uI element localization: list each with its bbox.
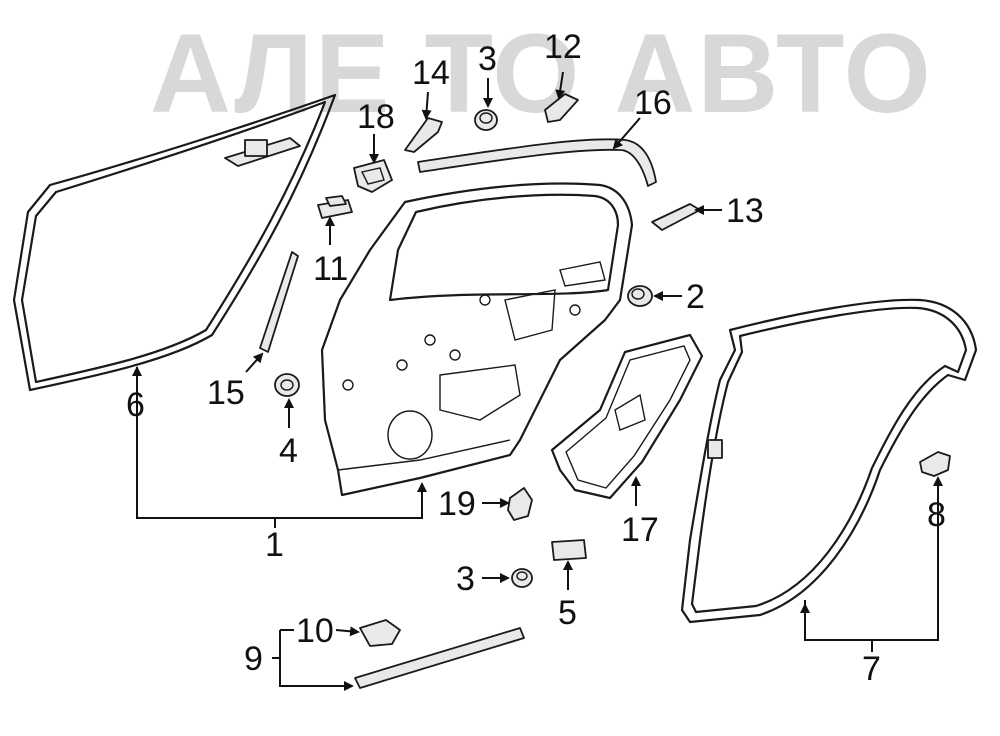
part-4-hole-plug — [274, 373, 300, 397]
part-11-bracket — [317, 195, 353, 219]
callout-12: 12 — [544, 28, 582, 66]
callout-11: 11 — [313, 250, 348, 288]
callout-9: 9 — [244, 640, 263, 678]
part-3-grommet-top — [474, 109, 498, 131]
callout-18: 18 — [357, 98, 395, 136]
callout-7: 7 — [862, 650, 881, 688]
callout-17: 17 — [621, 511, 659, 549]
part-3-grommet-bottom — [511, 568, 533, 588]
callout-10: 10 — [296, 612, 334, 650]
part-14-moulding-clip — [404, 117, 443, 153]
callout-1: 1 — [265, 526, 284, 564]
callout-8: 8 — [927, 496, 946, 534]
part-18-retainer — [353, 159, 393, 193]
callout-3-top: 3 — [478, 40, 497, 78]
part-17-service-hole-cover — [550, 333, 704, 500]
part-16-belt-moulding — [417, 138, 657, 187]
part-7-door-weatherstrip — [680, 298, 978, 624]
watermark-logo: АЛЕ ТО АВТО — [150, 11, 933, 136]
callout-2: 2 — [686, 278, 705, 316]
callout-13: 13 — [726, 192, 764, 230]
callout-3-bottom: 3 — [456, 560, 475, 598]
part-15-door-frame-garnish — [259, 251, 299, 353]
part-8-clip — [919, 451, 951, 477]
callout-labels: 1 2 3 3 4 5 6 7 8 9 10 11 12 13 14 15 16… — [126, 28, 946, 688]
callout-5: 5 — [558, 594, 577, 632]
part-2-grommet — [627, 285, 653, 307]
callout-4: 4 — [279, 432, 298, 470]
callout-14: 14 — [412, 54, 450, 92]
callout-19: 19 — [438, 485, 476, 523]
callout-15: 15 — [207, 374, 245, 412]
part-13-handle-bracket — [651, 203, 701, 231]
callout-16: 16 — [634, 84, 672, 122]
part-10-clip — [359, 619, 401, 647]
part-6-outer-door-seal — [12, 93, 337, 392]
part-9-lower-moulding — [354, 627, 525, 689]
part-1-rear-door-panel — [320, 182, 634, 497]
part-19-clip — [507, 487, 533, 521]
callout-6: 6 — [126, 386, 145, 424]
part-5-pad — [551, 539, 587, 561]
leader-lines — [132, 71, 943, 691]
